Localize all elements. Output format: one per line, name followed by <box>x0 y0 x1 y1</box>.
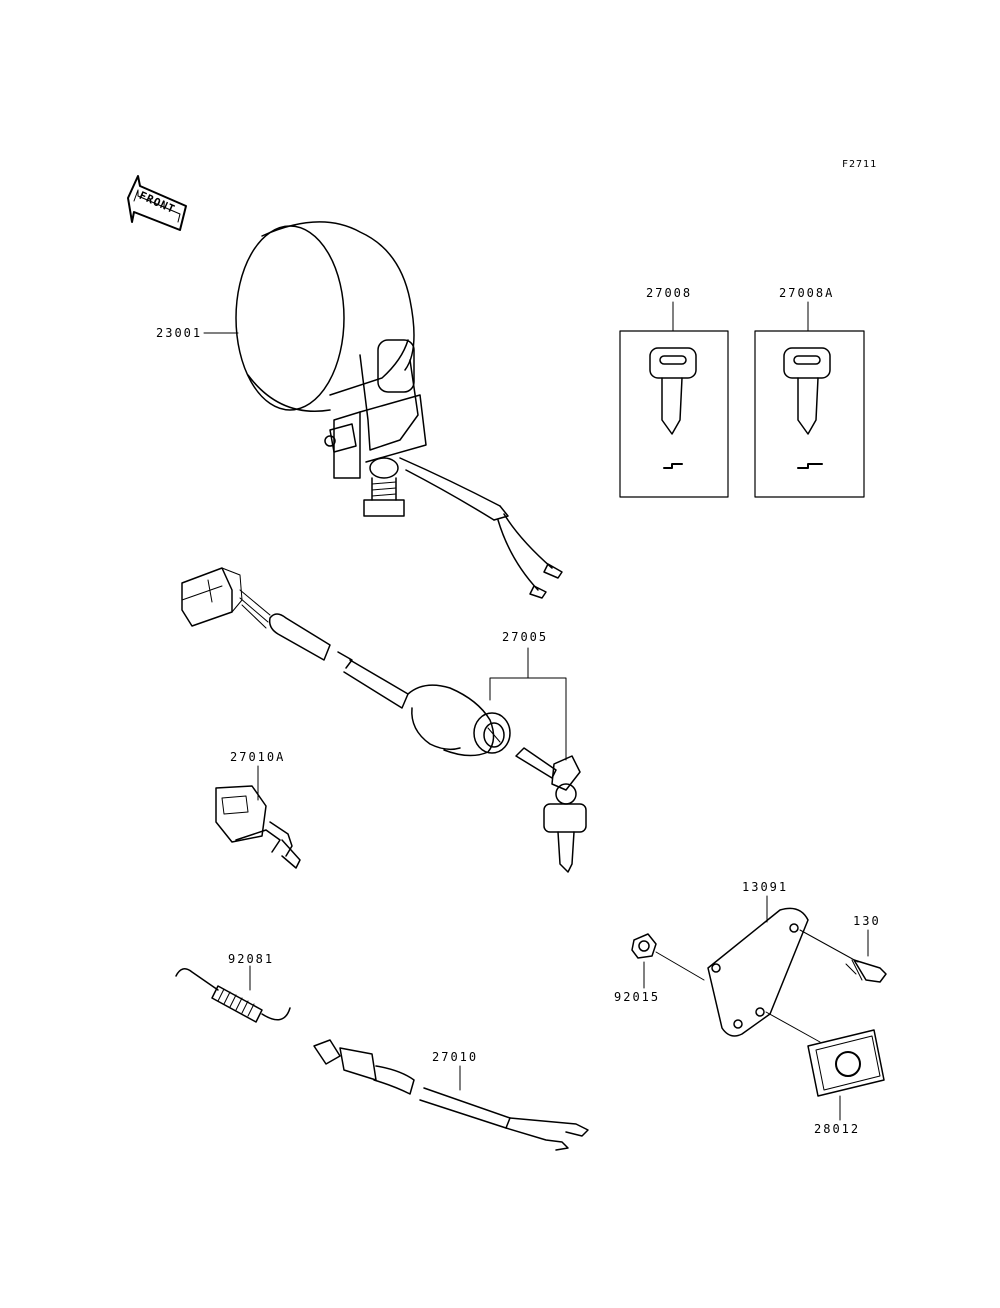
spring-drawing <box>175 965 291 1023</box>
part-label-13091: 13091 <box>742 880 789 894</box>
ignition-switch-drawing <box>181 567 587 873</box>
part-label-27008: 27008 <box>646 286 693 300</box>
front-arrow-icon <box>127 175 187 231</box>
part-label-27005: 27005 <box>502 630 549 644</box>
part-label-92081: 92081 <box>228 952 275 966</box>
part-label-27010a: 27010A <box>230 750 286 764</box>
part-label-28012: 28012 <box>814 1122 861 1136</box>
part-label-27008a: 27008A <box>779 286 835 300</box>
key-27008a-drawing <box>754 301 865 498</box>
stop-switch-drawing <box>313 1039 589 1151</box>
key-27008-drawing <box>619 301 729 498</box>
figure-id: F2711 <box>842 159 878 170</box>
part-label-27010: 27010 <box>432 1050 479 1064</box>
toggle-switch-drawing <box>215 765 301 869</box>
part-label-130: 130 <box>853 914 881 928</box>
part-label-23001: 23001 <box>156 326 203 340</box>
part-label-92015: 92015 <box>614 990 661 1004</box>
plate-assembly-drawing <box>631 895 887 1121</box>
headlight-drawing <box>203 221 563 599</box>
